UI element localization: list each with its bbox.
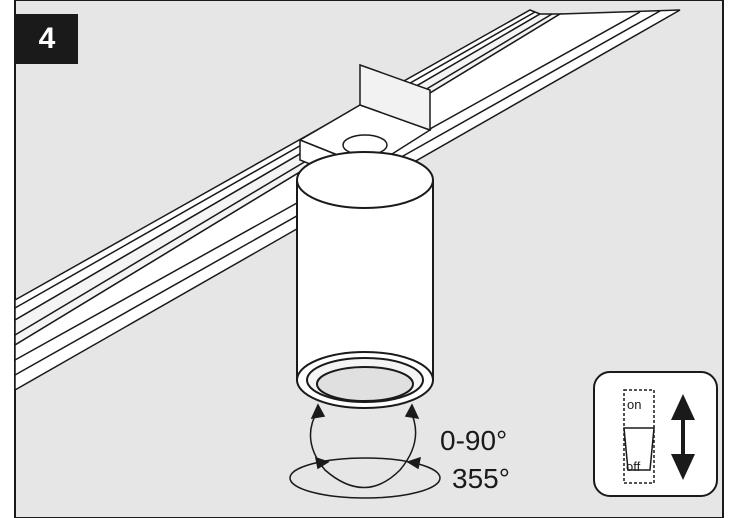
switch-panel: on off: [593, 371, 718, 497]
tilt-angle-label: 0-90°: [440, 425, 507, 456]
spotlight: [296, 151, 434, 409]
track-adapter: [298, 63, 432, 190]
step-number-badge: 4: [16, 14, 78, 64]
switch-toggle: [623, 427, 655, 471]
switch-off-label: off: [626, 459, 641, 474]
up-down-arrow-icon: [671, 394, 695, 480]
switch-on-label: on: [627, 397, 641, 412]
rotation-arrows: [289, 403, 441, 499]
pan-angle-label: 355°: [452, 463, 510, 494]
